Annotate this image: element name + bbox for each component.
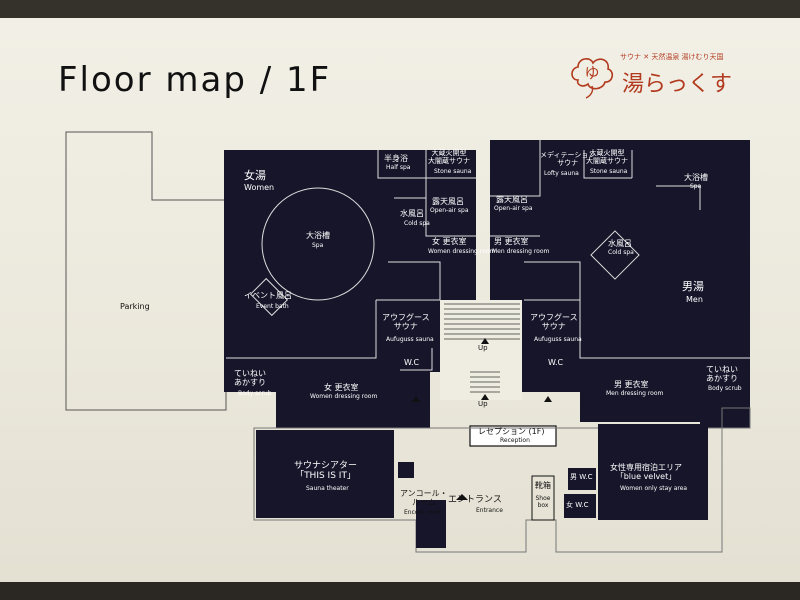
stairs-upper [444,303,520,340]
aufguss-women-en: Aufuguss sauna [386,336,434,343]
men-wc-small-label: 男 W.C [570,473,593,481]
women-bath-en: Women [244,183,275,192]
up-arrow-lower-icon [481,394,489,400]
half-bath-jp: 半身浴 [384,154,408,163]
half-bath-en: Half spa [386,164,411,171]
event-bath-jp: イベント風呂 [244,291,292,300]
entrance-arrow-icon [456,494,468,500]
stone-sauna-women-jp: 大蔵火開型 大闇蔵サウナ [428,149,470,165]
lobby-arrow-right-icon [544,396,552,402]
body-scrub-men-jp: ていねい あかすり [706,365,738,383]
sauna-theater-room [256,430,394,518]
encore-room-block [416,500,446,548]
entrance-jp: エントランス [448,495,502,505]
cold-bath-men-en: Cold spa [608,249,634,256]
reception-en: Reception [500,437,530,444]
women-spa-jp: 大浴槽 [306,231,330,240]
encore-room-jp: アンコール・ ルーム [400,489,448,507]
men-dressing-small-jp: 男 更衣室 [494,237,529,246]
women-dressing-small-jp: 女 更衣室 [432,237,467,246]
women-dressing-jp: 女 更衣室 [324,383,359,392]
stairs-lower [470,371,500,393]
wc-women-label: W.C [404,358,420,367]
body-scrub-men-en: Body scrub [708,385,742,392]
outdoor-bath-men-en: Open-air spa [494,205,533,212]
women-wc-small-label: 女 W.C [566,501,589,509]
sauna-theater-en: Sauna theater [306,485,349,492]
men-dressing-small-en: Men dressing room [492,248,550,255]
shoe-box-jp: 靴箱 [535,481,551,490]
outdoor-bath-men-jp: 露天風呂 [496,195,528,204]
cold-bath-women-jp: 水風呂 [400,209,424,218]
men-spa-en: Spa [690,183,702,190]
reception-desk [469,425,557,447]
event-bath-en: Event bath [256,303,289,310]
meditation-sauna-en: Lofty sauna [544,170,579,177]
outdoor-bath-women-jp: 露天風呂 [432,197,464,206]
map-title: Floor map / 1F [58,60,332,100]
shoe-box [531,475,555,521]
women-dressing-en: Women dressing room [310,393,378,400]
lobby-arrow-left-icon [412,396,420,402]
women-bath-jp: 女湯 [244,169,266,182]
cloud-logo-icon: ゆ [571,58,614,99]
shoe-box-en: Shoe box [535,495,551,509]
brand-name: 湯らっくす [622,72,733,97]
cold-bath-men-jp: 水風呂 [608,239,632,248]
up-label-lower: Up [478,400,488,408]
women-spa-en: Spa [312,242,324,249]
parking-label: Parking [120,302,150,311]
men-wc-room [568,468,596,490]
up-label-upper: Up [478,344,488,352]
women-wc-room [564,494,596,518]
men-dressing-en: Men dressing room [606,390,664,397]
men-bath-block [490,140,750,428]
women-only-room [598,424,708,520]
sauna-theater-jp: サウナシアター 「THIS IS IT」 [294,461,358,481]
central-corridor [440,300,522,400]
encore-room-en: Encore room [404,509,443,516]
parking-area [65,131,227,411]
men-bath-jp: 男湯 [682,280,704,293]
lobby-pillar [398,462,414,478]
frame-top-edge [0,0,800,20]
entrance-en: Entrance [476,507,503,514]
men-cold-pool [590,230,640,280]
wc-men-label: W.C [548,358,564,367]
stone-sauna-men-en: Stone sauna [590,168,628,175]
outdoor-bath-women-en: Open-air spa [430,207,469,214]
stone-sauna-women-en: Stone sauna [434,168,472,175]
body-scrub-women-jp: ていねい あかすり [234,369,266,387]
women-main-pool [261,187,375,301]
aufguss-women-jp: アウフグース サウナ [382,313,430,331]
men-bath-en: Men [686,295,703,304]
aufguss-men-en: Aufuguss sauna [534,336,582,343]
aufguss-men-jp: アウフグース サウナ [530,313,578,331]
logo-char: ゆ [584,64,599,82]
cold-bath-women-en: Cold spa [404,220,430,227]
meditation-sauna-jp: メディテーション サウナ [540,151,596,167]
event-bath-pool [249,277,289,317]
body-scrub-women-en: Body scrub [238,390,272,397]
women-only-area-en: Women only stay area [620,485,688,492]
women-only-area-jp: 女性専用宿泊エリア 「blue velvet」 [610,463,682,481]
frame-bottom-edge [0,582,800,600]
brand-tagline: サウナ ✕ 天然温泉 湯けむり天国 [620,53,724,61]
up-arrow-upper-icon [481,338,489,344]
stone-sauna-men-jp: 大蔵火開型 大闇蔵サウナ [586,149,628,165]
women-dressing-small-en: Women dressing room [428,248,496,255]
men-dressing-jp: 男 更衣室 [614,380,649,389]
men-spa-jp: 大浴槽 [684,173,708,182]
reception-jp: レセプション (1F) [478,427,545,436]
brand-block: ゆ サウナ ✕ 天然温泉 湯けむり天国 湯らっくす [568,44,778,104]
